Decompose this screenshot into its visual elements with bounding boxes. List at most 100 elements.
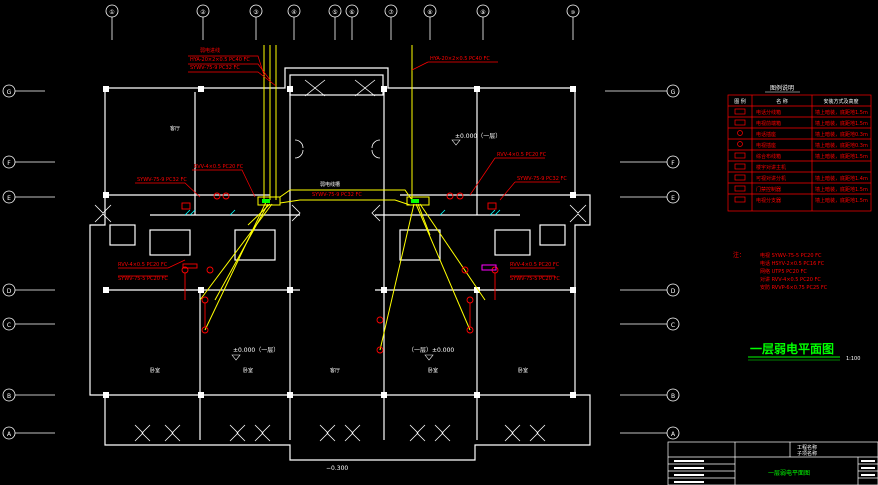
note-2: 电话 HSYV-2×0.5 PC16 FC bbox=[760, 260, 825, 267]
axis-bubble-left-C: C bbox=[2, 317, 55, 331]
room-labels: 客厅 卧室 卧室 客厅 卧室 卧室 bbox=[150, 125, 528, 374]
axis-bubble-top-1: ① bbox=[105, 4, 119, 40]
axis-bubble-right-A: A bbox=[620, 426, 680, 440]
svg-text:D: D bbox=[7, 288, 12, 295]
axis-bubble-right-D: D bbox=[620, 283, 680, 297]
axis-bubble-top-9: ⑨ bbox=[476, 4, 490, 40]
yellow-cable-runs bbox=[199, 45, 486, 351]
callout-texts: 弱电进线 HYA-20×2×0.5 PC40 FC SYWV-75-9 PC32… bbox=[118, 47, 567, 282]
magenta-device bbox=[481, 264, 497, 271]
svg-text:③: ③ bbox=[253, 9, 258, 16]
legend-row-3-name: 电话插座 bbox=[756, 131, 776, 138]
axis-bubble-right-E: E bbox=[620, 190, 680, 204]
svg-text:A: A bbox=[671, 431, 676, 438]
svg-text:②: ② bbox=[200, 9, 206, 16]
door-swings bbox=[94, 79, 587, 223]
legend-row-9-name: 电视分支器 bbox=[756, 197, 781, 204]
axis-bubble-right-C: C bbox=[620, 317, 680, 331]
axis-bubble-right-F: F bbox=[620, 155, 680, 169]
svg-text:⑨: ⑨ bbox=[480, 9, 485, 16]
legend-row-3-mount: 墙上暗装，底距地0.3m bbox=[815, 131, 868, 138]
legend-row-1-name: 电话分线箱 bbox=[756, 109, 781, 116]
callout-top-left-1: 弱电进线 bbox=[200, 47, 220, 54]
axis-bubble-left-E: E bbox=[2, 190, 55, 204]
axis-bubble-left-D: D bbox=[2, 283, 55, 297]
svg-text:C: C bbox=[671, 322, 675, 329]
elevation-upper: ±0.000（一层） bbox=[455, 133, 501, 140]
legend-row-2-name: 电视前端箱 bbox=[756, 120, 781, 127]
callout-mid-center-2: SYWV-75-9 PC32 FC bbox=[312, 192, 362, 198]
callout-mid-left-1: SYWV-75-9 PC32 FC bbox=[137, 177, 187, 183]
room-label-5: 卧室 bbox=[518, 367, 528, 374]
room-label-3: 客厅 bbox=[330, 367, 340, 374]
svg-text:④: ④ bbox=[291, 9, 296, 16]
svg-text:C: C bbox=[7, 322, 11, 329]
legend-table: 图例说明 图 例 名 称 安装方式及高度 bbox=[727, 84, 872, 212]
svg-text:①: ① bbox=[109, 9, 114, 16]
room-label-upper-left: 客厅 bbox=[170, 125, 180, 132]
cable-trays bbox=[257, 196, 430, 206]
top-axis-bubbles: ① ② ③ ④ ⑤ ⑥ ⑦ ⑧ ⑨ ⑩ bbox=[105, 4, 580, 40]
left-axis-bubbles: G F E D C B A bbox=[2, 84, 55, 440]
building-walls bbox=[89, 67, 591, 461]
legend-row-9-mount: 墙上暗装，底距地1.5m bbox=[815, 197, 868, 204]
legend-row-7-name: 可视对讲分机 bbox=[756, 175, 786, 182]
axis-bubble-left-B: B bbox=[2, 388, 55, 402]
callout-mid-right-1: RVV-4×0.5 PC20 FC bbox=[497, 152, 547, 158]
svg-text:F: F bbox=[671, 160, 675, 167]
callout-low-left-1: RVV-4×0.5 PC20 FC bbox=[118, 262, 168, 268]
svg-text:名 称: 名 称 bbox=[776, 98, 788, 105]
note-3: 网络 UTP5 PC20 FC bbox=[760, 268, 807, 275]
note-1: 电视 SYWV-75-5 PC20 FC bbox=[760, 252, 822, 259]
legend-row-4-name: 电视插座 bbox=[756, 142, 776, 149]
legend-row-6-name: 楼宇对讲主机 bbox=[756, 164, 786, 171]
svg-text:安装方式及高度: 安装方式及高度 bbox=[823, 98, 858, 105]
legend-row-8-name: 门禁控制器 bbox=[756, 186, 781, 193]
axis-bubble-left-A: A bbox=[2, 426, 55, 440]
legend-row-4-mount: 墙上暗装，底距地0.3m bbox=[815, 142, 868, 149]
svg-text:⑩: ⑩ bbox=[571, 10, 576, 16]
svg-text:图 例: 图 例 bbox=[734, 98, 746, 105]
svg-text:⑥: ⑥ bbox=[349, 9, 354, 16]
callout-leaders bbox=[118, 55, 560, 277]
legend-row-1-mount: 墙上暗装，底距地1.5m bbox=[815, 109, 868, 116]
legend-row-5-mount: 墙上暗装，底距地1.5m bbox=[815, 153, 868, 160]
svg-text:B: B bbox=[671, 393, 675, 400]
callout-top-left-3: SYWV-75-9 PC32 FC bbox=[190, 65, 240, 71]
legend-row-5-name: 综合布线箱 bbox=[756, 153, 781, 160]
svg-text:B: B bbox=[7, 393, 11, 400]
structural-columns bbox=[103, 86, 576, 398]
room-label-4: 卧室 bbox=[428, 367, 438, 374]
axis-bubble-top-7: ⑦ bbox=[384, 4, 398, 40]
axis-bubble-top-10: ⑩ bbox=[566, 4, 580, 40]
axis-bubble-right-G: G bbox=[605, 84, 680, 98]
top-bay bbox=[289, 74, 384, 96]
cyan-devices bbox=[184, 209, 501, 216]
drawing-scale: 1:100 bbox=[846, 356, 860, 362]
outer-wall bbox=[89, 67, 591, 461]
title-block-project-1: 工程名称 bbox=[797, 444, 817, 451]
red-devices bbox=[181, 192, 499, 354]
axis-bubble-right-B: B bbox=[620, 388, 680, 402]
title-block: 工程名称 子项名称 一层弱电平面图 bbox=[667, 441, 878, 485]
legend-row-2-mount: 墙上暗装，底距地1.5m bbox=[815, 120, 868, 127]
svg-text:E: E bbox=[7, 195, 11, 202]
callout-mid-left-2: RVV-4×0.5 PC20 FC bbox=[194, 164, 244, 170]
bottom-windows bbox=[134, 424, 546, 442]
axis-bubble-top-8: ⑧ bbox=[423, 4, 437, 40]
svg-text:⑧: ⑧ bbox=[427, 9, 432, 16]
callout-mid-center-1: 弱电线槽 bbox=[320, 181, 340, 188]
note-5: 安防 RVVP-6×0.75 PC25 FC bbox=[760, 284, 828, 291]
legend-title: 图例说明 bbox=[770, 84, 794, 92]
svg-text:G: G bbox=[7, 89, 12, 96]
svg-text:D: D bbox=[671, 288, 676, 295]
svg-text:F: F bbox=[7, 160, 11, 167]
axis-bubble-top-2: ② bbox=[196, 4, 210, 40]
callout-low-left-2: SYWV-75-5 PC20 FC bbox=[118, 276, 168, 282]
notes-label: 注： bbox=[733, 251, 745, 259]
svg-text:E: E bbox=[671, 195, 675, 202]
svg-text:⑦: ⑦ bbox=[388, 9, 394, 16]
title-block-drawing: 一层弱电平面图 bbox=[768, 469, 810, 477]
legend-symbols bbox=[734, 108, 746, 203]
